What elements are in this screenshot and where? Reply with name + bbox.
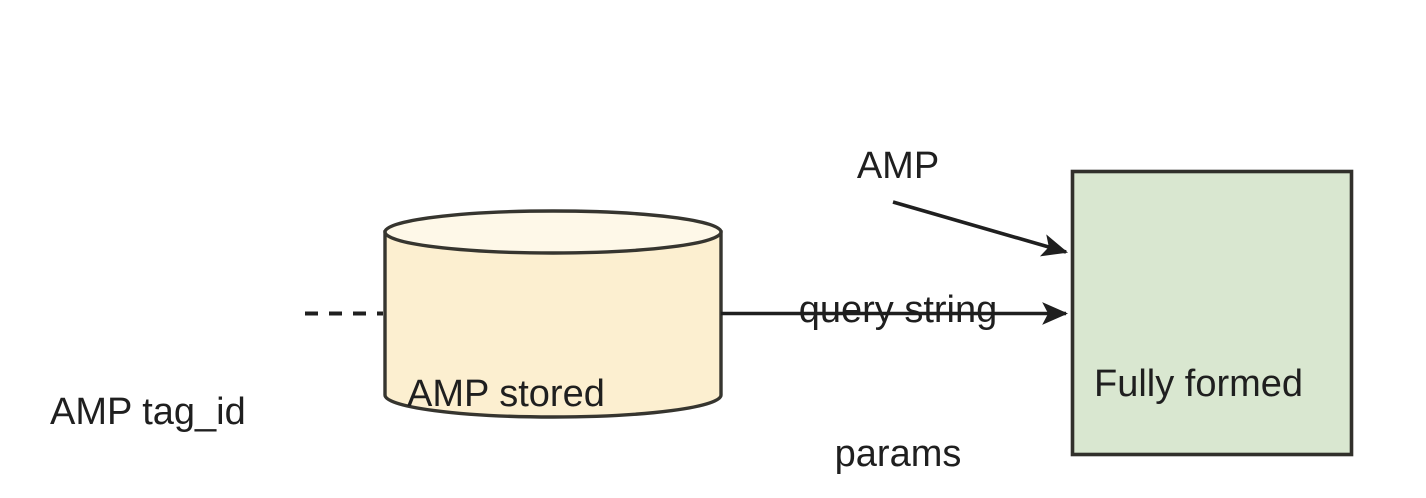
ortb-box-label-line1: Fully formed [1094,363,1304,405]
edge-params-to-ortb [892,200,1068,257]
label-amp-query-string-params: AMP query string params [798,46,998,498]
ortb-box-label: Fully formed ORTB [1094,264,1303,498]
ortb-box [1070,169,1354,457]
label-amp-tag-id: AMP tag_id [50,292,246,498]
cylinder-label: AMP stored request template [407,274,690,498]
label-query-params-line3: params [834,433,962,475]
cylinder-top-ellipse [383,209,723,255]
label-query-params-line1: AMP [856,145,940,187]
cylinder-body [383,230,723,419]
cylinder-label-line1: AMP stored [407,373,605,415]
label-query-params-line2: query string [798,289,998,331]
label-amp-tag-id-line1: AMP tag_id [50,391,246,433]
